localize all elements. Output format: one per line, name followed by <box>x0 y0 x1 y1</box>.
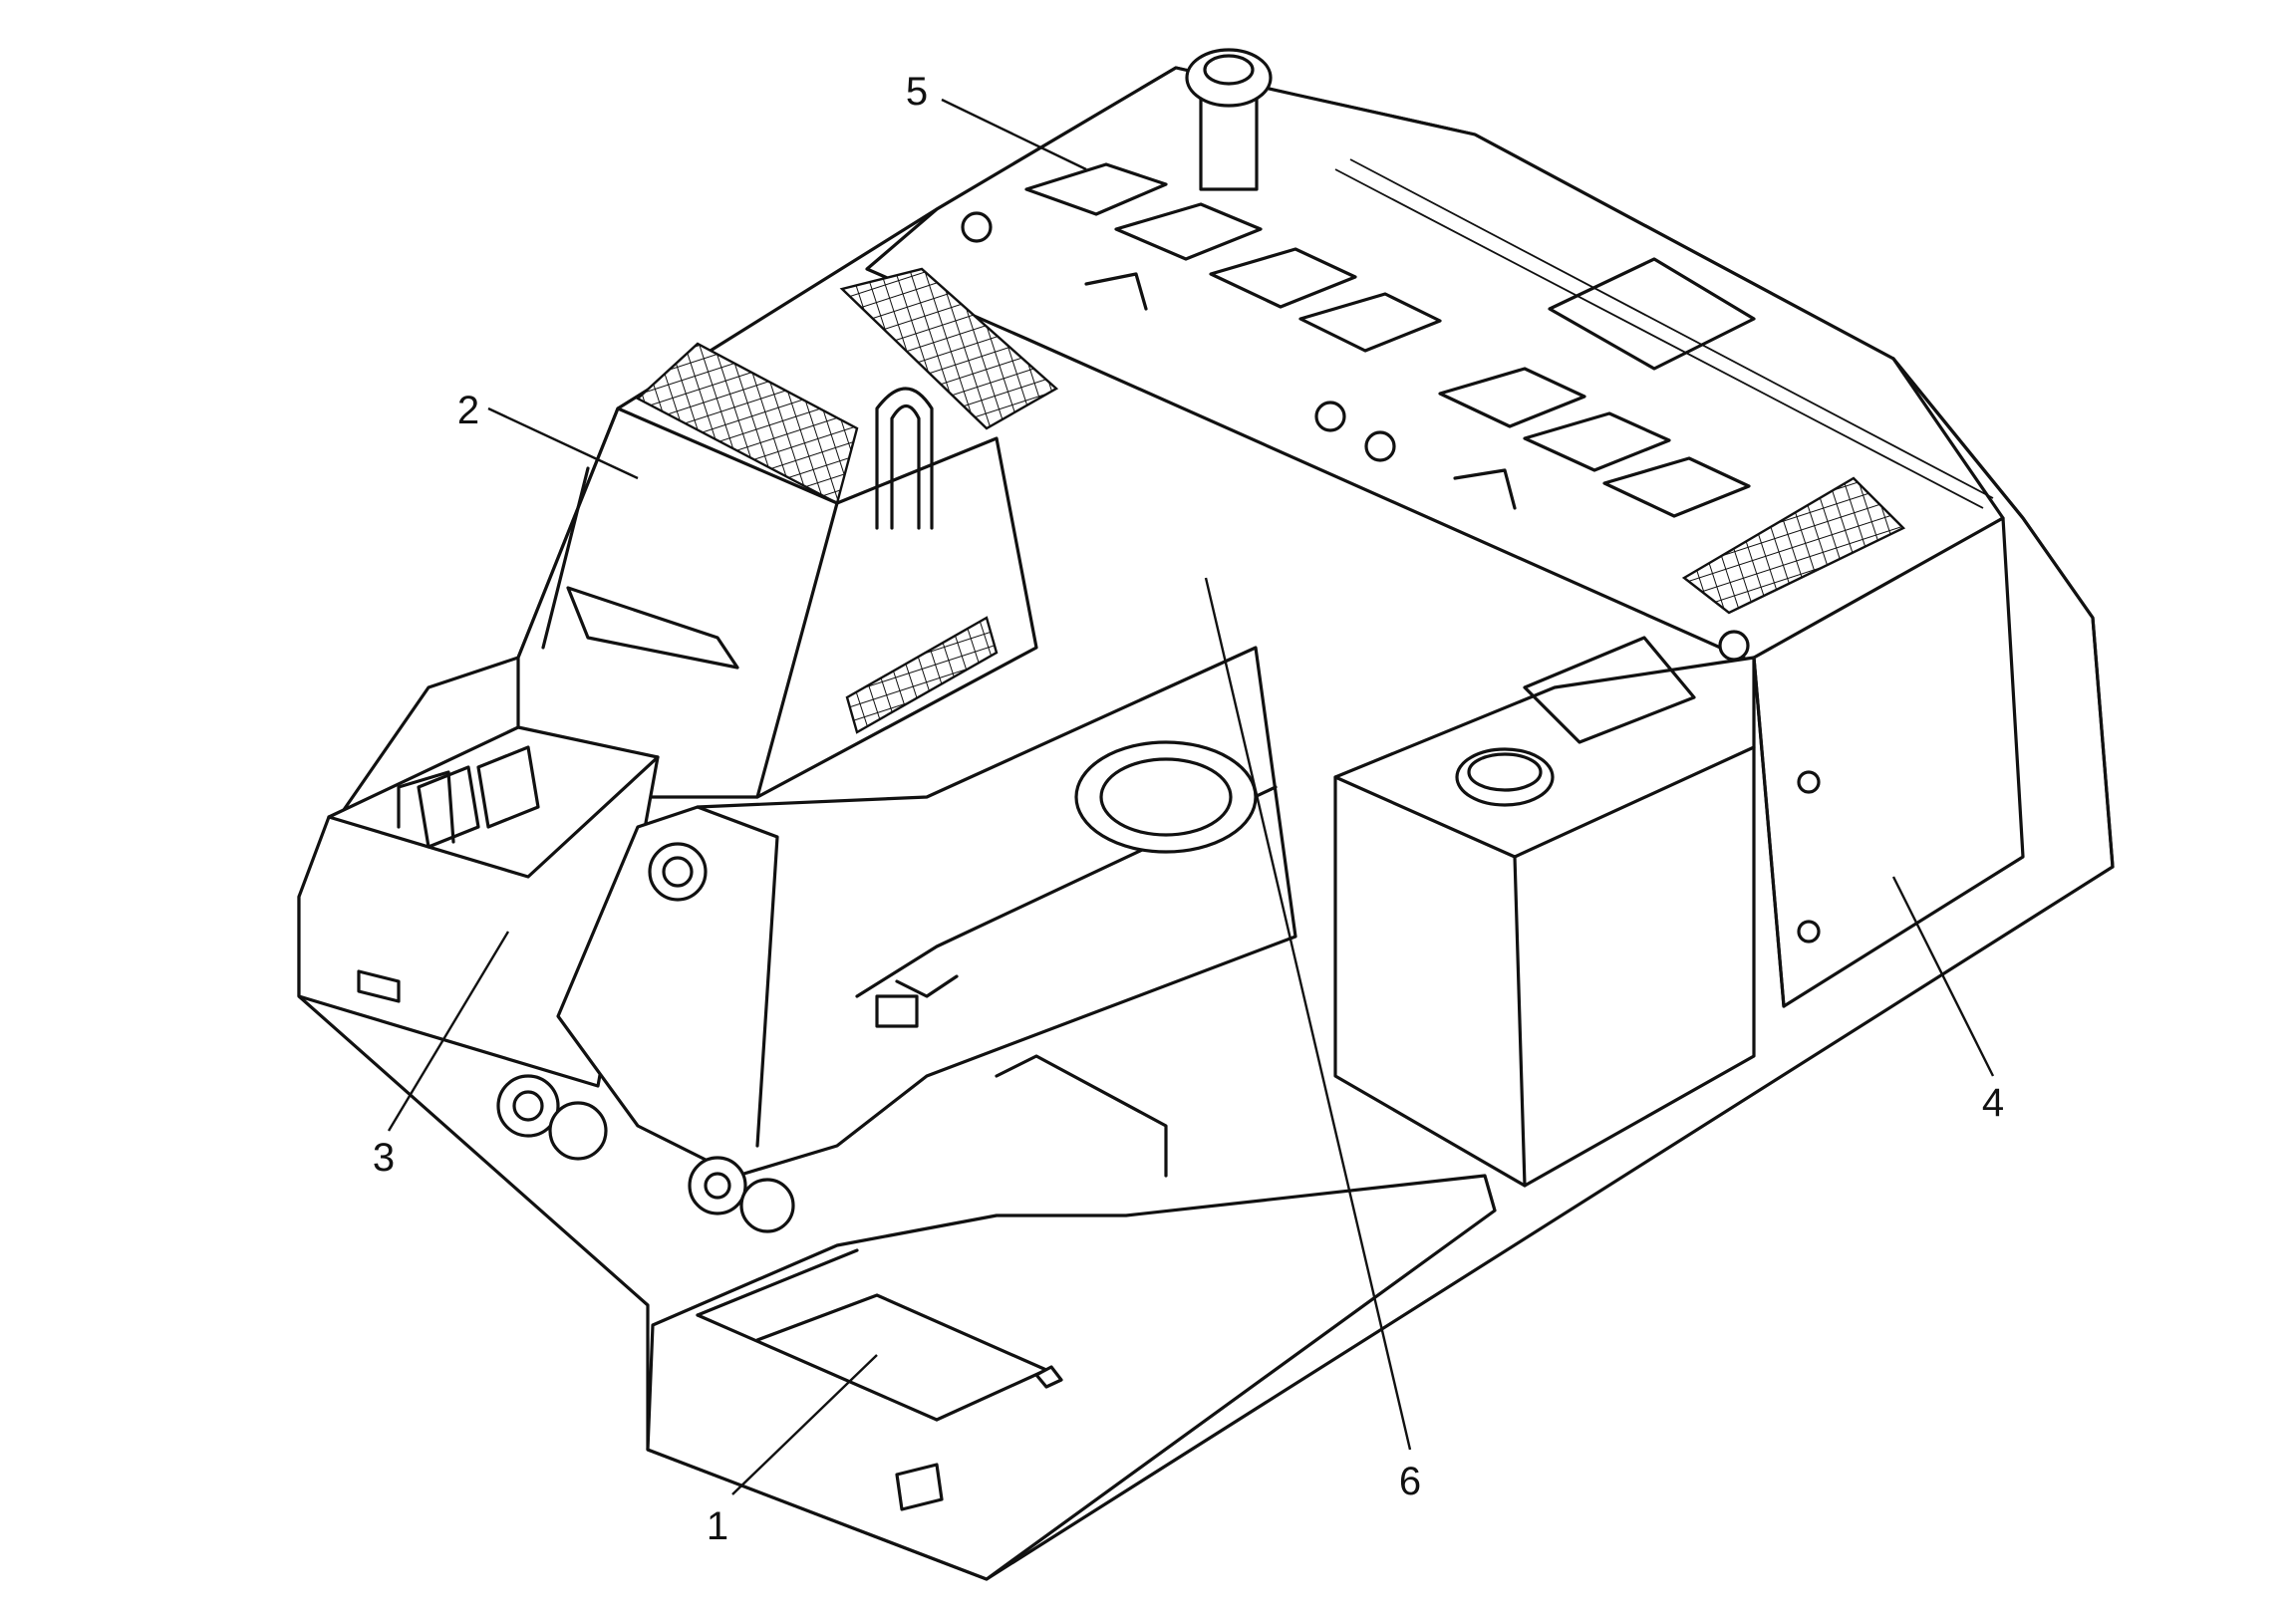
callout-4: 4 <box>1982 1081 2004 1125</box>
callout-1: 1 <box>707 1504 728 1548</box>
callout-2: 2 <box>457 389 479 432</box>
leader-lines <box>387 98 1995 1495</box>
filler-neck <box>1185 48 1273 191</box>
deck-tray-1 <box>646 1054 1497 1581</box>
side-door-4 <box>1752 516 2025 1008</box>
boom-foot-frame <box>496 646 1297 1233</box>
callout-6: 6 <box>1399 1460 1421 1503</box>
tank-box <box>1333 636 1756 1188</box>
callout-5: 5 <box>906 70 928 114</box>
top-cover-panels <box>961 162 1756 662</box>
callout-3: 3 <box>373 1136 395 1180</box>
